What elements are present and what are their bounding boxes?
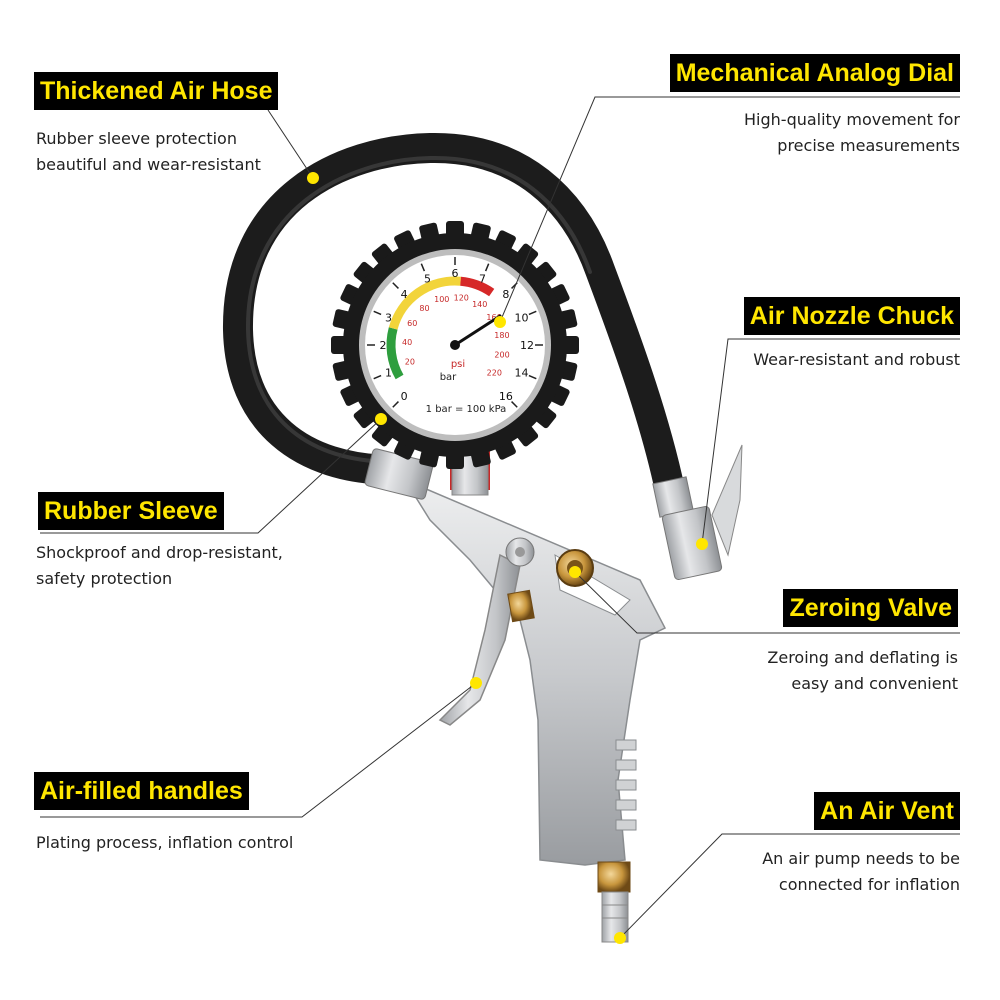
feature-title-zeroing-valve: Zeroing Valve <box>783 589 958 627</box>
feature-title-air-vent: An Air Vent <box>814 792 960 830</box>
gauge-tick <box>373 310 382 316</box>
feature-desc-rubber-sleeve: Shockproof and drop-resistant, safety pr… <box>36 540 283 592</box>
gauge-tick <box>373 374 382 380</box>
gauge-bar-label: 10 <box>515 311 529 324</box>
feature-desc-air-vent: An air pump needs to be connected for in… <box>762 846 960 898</box>
air-hose-highlight <box>245 155 592 464</box>
feature-desc-air-hose: Rubber sleeve protection beautiful and w… <box>36 126 261 178</box>
feature-title-handles: Air-filled handles <box>34 772 249 810</box>
air-vent-coupler <box>597 861 631 943</box>
gauge-psi-label: 180 <box>494 331 509 340</box>
gauge-color-arcs <box>386 276 495 380</box>
gauge-arc <box>460 276 495 297</box>
gauge-bar-label: 8 <box>502 288 509 301</box>
gauge-bar-label: 12 <box>520 339 534 352</box>
gauge-bar-label: 4 <box>401 288 408 301</box>
feature-title-analog-dial: Mechanical Analog Dial <box>669 54 960 92</box>
leader-nozzle-chuck <box>701 338 960 545</box>
desc-line: beautiful and wear-resistant <box>36 155 261 174</box>
feature-title-nozzle-chuck: Air Nozzle Chuck <box>743 297 960 335</box>
gauge-ticks <box>367 257 543 408</box>
gauge-tick <box>511 401 518 408</box>
gauge-bar-label: 6 <box>452 267 459 280</box>
gauge-bar-label: 7 <box>479 272 486 285</box>
gauge-tick <box>420 263 426 272</box>
gauge-tick <box>392 282 399 289</box>
nozzle-chuck <box>652 444 743 581</box>
gauge-psi-label: 40 <box>402 338 412 347</box>
leader-handles <box>40 682 477 818</box>
feature-desc-nozzle-chuck: Wear-resistant and robust <box>753 347 960 373</box>
gauge-psi-label: 160 <box>486 313 501 322</box>
marker-nozzle-chuck <box>696 538 708 550</box>
gauge-tick <box>528 374 537 380</box>
feature-desc-handles: Plating process, inflation control <box>36 830 293 856</box>
leader-analog-dial <box>499 96 960 323</box>
gauge-psi-label: 220 <box>487 369 502 378</box>
gauge-unit-bar: bar <box>440 372 457 383</box>
desc-line: Shockproof and drop-resistant, <box>36 543 283 562</box>
desc-line: An air pump needs to be <box>762 849 960 868</box>
marker-handles <box>470 677 482 689</box>
gauge-bar-label: 3 <box>385 311 392 324</box>
desc-line: connected for inflation <box>778 875 960 894</box>
markers <box>307 172 708 944</box>
gauge-bar-label: 16 <box>499 390 513 403</box>
gauge-bar-label: 14 <box>515 367 529 380</box>
gauge-tick <box>528 310 537 316</box>
desc-line: easy and convenient <box>791 674 958 693</box>
gauge-psi-label: 120 <box>454 293 469 302</box>
gauge-tick <box>392 401 399 408</box>
gauge-arc <box>386 327 404 380</box>
gauge-psi-label: 60 <box>407 319 417 328</box>
leader-air-vent <box>619 833 960 939</box>
gauge-tick <box>484 263 490 272</box>
gauge-unit-psi: psi <box>451 359 465 370</box>
feature-desc-zeroing-valve: Zeroing and deflating is easy and conven… <box>767 645 958 697</box>
feature-title-rubber-sleeve: Rubber Sleeve <box>38 492 224 530</box>
gauge-psi-label: 100 <box>434 295 449 304</box>
desc-line: Wear-resistant and robust <box>753 350 960 369</box>
gauge-conversion: 1 bar = 100 kPa <box>426 404 507 415</box>
air-hose <box>222 132 685 505</box>
marker-air-vent <box>614 932 626 944</box>
leader-zeroing-valve <box>574 571 960 634</box>
leader-air-hose <box>267 109 314 179</box>
feature-title-air-hose: Thickened Air Hose <box>34 72 279 110</box>
marker-zeroing-valve <box>569 566 581 578</box>
desc-line: Zeroing and deflating is <box>767 648 958 667</box>
gauge-psi-label: 20 <box>405 357 415 366</box>
gun-body <box>364 445 667 866</box>
gauge-psi-label: 140 <box>472 300 487 309</box>
gauge-bar-label: 1 <box>385 367 392 380</box>
marker-analog-dial <box>494 316 506 328</box>
grip-ridges <box>615 739 637 831</box>
gauge-bar-label: 0 <box>401 390 408 403</box>
desc-line: Plating process, inflation control <box>36 833 294 852</box>
marker-rubber-sleeve <box>375 413 387 425</box>
gauge-psi-label: 80 <box>419 304 429 313</box>
trigger-lever <box>438 537 535 726</box>
gauge-psi-label: 200 <box>494 351 509 360</box>
desc-line: precise measurements <box>777 136 960 155</box>
gauge-bar-label: 5 <box>424 272 431 285</box>
gauge-needle <box>453 314 502 347</box>
leader-rubber-sleeve <box>40 418 382 534</box>
desc-line: Rubber sleeve protection <box>36 129 237 148</box>
gauge-arc <box>388 276 461 330</box>
leader-lines <box>40 96 960 939</box>
gauge-bar-label: 2 <box>380 339 387 352</box>
desc-line: High-quality movement for <box>744 110 960 129</box>
desc-line: safety protection <box>36 569 173 588</box>
marker-air-hose <box>307 172 319 184</box>
feature-desc-analog-dial: High-quality movement for precise measur… <box>744 107 960 159</box>
